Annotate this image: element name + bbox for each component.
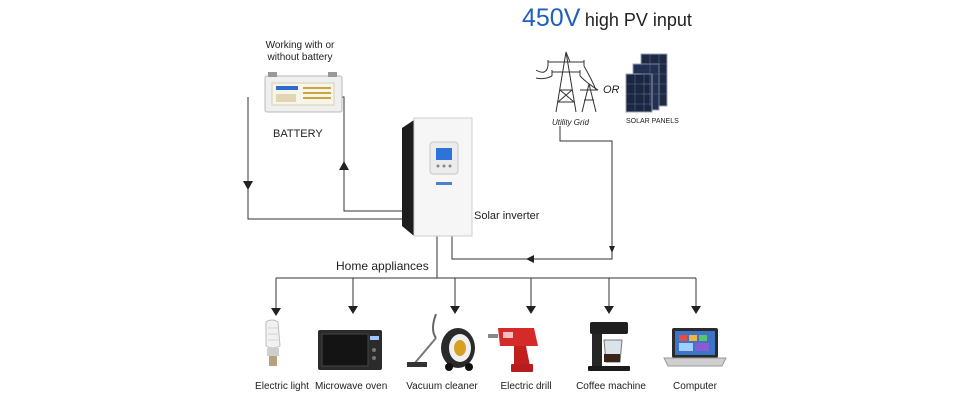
arrow-battery-down [243,181,253,190]
arrowheads [243,161,701,316]
arrow-app-3 [450,306,460,314]
solar-inverter-icon [402,117,473,237]
arrow-app-1 [271,308,281,316]
pv-wire-outer [532,126,613,260]
appliance-label-electric-drill: Electric drill [500,381,552,392]
arrow-app-4 [526,306,536,314]
arrow-pv-down [609,246,615,253]
light-bulb-icon [265,319,281,366]
title-voltage: 450V [522,4,581,32]
arrow-pv-left [526,255,534,263]
electric-drill-icon [488,328,538,372]
battery-wire-right [336,96,402,212]
arrow-battery-up [339,161,349,170]
battery-icon [264,72,343,113]
title-text: high PV input [584,10,692,30]
home-appliances-label: Home appliances [336,259,429,273]
battery-note: Working with or without battery [265,40,335,63]
pv-wire-inner [451,226,532,260]
coffee-machine-icon [588,322,630,371]
or-label: OR [603,84,620,96]
appliance-label-electric-light: Electric light [255,381,309,392]
arrow-app-6 [691,306,701,314]
utility-grid-label: Utility Grid [552,118,589,127]
utility-grid-icon [535,51,599,113]
arrow-app-2 [348,306,358,314]
solar-panels-icon [625,53,668,113]
vacuum-cleaner-icon [407,313,475,371]
appliance-label-vacuum-cleaner: Vacuum cleaner [406,381,478,392]
solar-inverter-label: Solar inverter [474,210,540,222]
battery-wire-left [247,97,402,220]
microwave-icon [318,330,382,370]
diagram-title: 450V high PV input [522,4,692,33]
appliance-label-coffee-machine: Coffee machine [576,381,646,392]
appliance-label-computer: Computer [673,381,717,392]
appliance-label-microwave-oven: Microwave oven [315,381,388,392]
wiring-lines [247,96,697,310]
battery-label: BATTERY [273,128,323,140]
arrow-app-5 [604,306,614,314]
laptop-icon [663,328,727,367]
solar-panels-label: SOLAR PANELS [626,118,679,125]
